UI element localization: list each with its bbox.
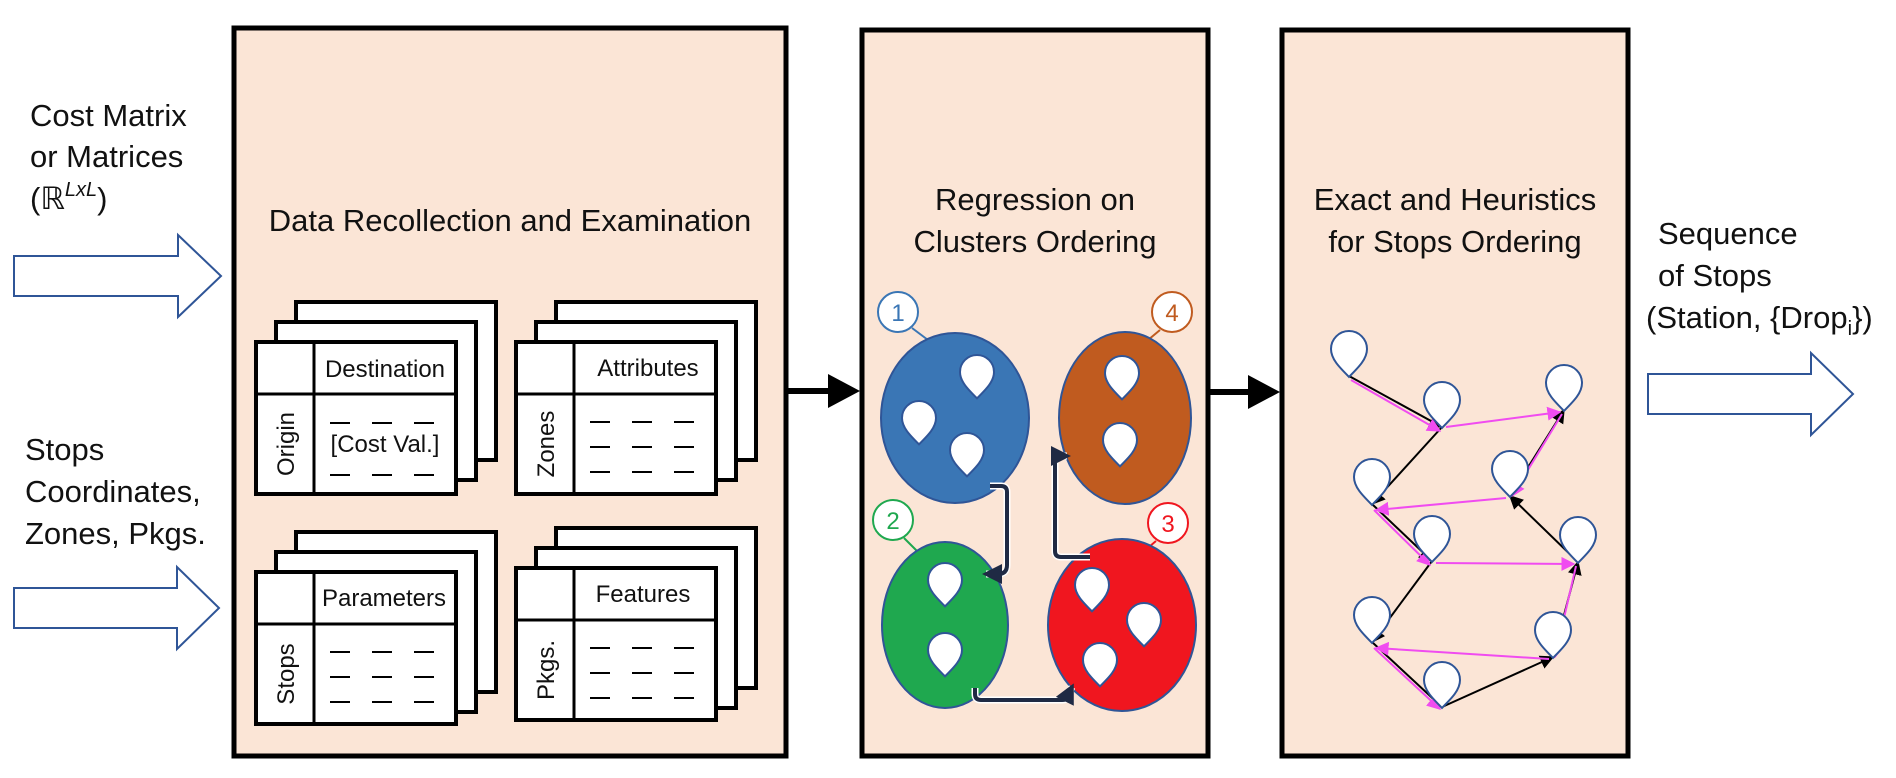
output-line2: of Stops <box>1658 258 1772 293</box>
cluster-ellipse <box>1047 538 1197 712</box>
card-side-label: Pkgs. <box>533 640 560 700</box>
stops-card-stack: Parameters Stops <box>254 530 498 726</box>
stop-pin-icon <box>900 400 938 446</box>
output-line3-open: (Station, {Drop <box>1646 300 1848 335</box>
route-edge <box>1435 556 1576 571</box>
route-edge <box>1350 379 1442 432</box>
route-edge <box>1374 641 1550 660</box>
card-front-sheet <box>254 340 458 496</box>
cluster-3: 3 <box>1047 502 1197 712</box>
cluster-number-badge <box>1151 291 1193 333</box>
stage3-title-line2: for Stops Ordering <box>1328 224 1581 259</box>
input-stops-label: Stops Coordinates, Zones, Pkgs. <box>25 432 206 551</box>
route-stop-pin-icon <box>1490 450 1530 499</box>
output-arrow <box>1647 350 1855 438</box>
real-symbol: ℝ <box>40 181 65 217</box>
card-header: Features <box>596 581 691 608</box>
cluster-number: 2 <box>886 508 899 535</box>
route-stop-pin-icon <box>1412 515 1452 564</box>
cluster-ellipse <box>881 541 1009 709</box>
card-side-label: Stops <box>273 643 300 704</box>
cost-matrix-card-stack: Destination Origin [Cost Val.] <box>254 300 498 496</box>
card-front-sheet <box>514 340 718 496</box>
route-stop-pin-icon <box>1544 364 1584 413</box>
stage2-title-line1: Regression on <box>935 182 1135 217</box>
cost-open-paren: ( <box>30 181 41 216</box>
route-edge <box>1441 655 1555 708</box>
input-arrow-top <box>13 232 223 320</box>
input-cost-matrix-label: Cost Matrix or Matrices (ℝLxL) <box>30 98 187 217</box>
cost-line2: or Matrices <box>30 139 183 174</box>
cluster-number-badge <box>877 291 919 333</box>
stop-pin-icon <box>948 432 986 478</box>
stop-pin-icon <box>1073 567 1111 613</box>
route-edge <box>1445 406 1562 428</box>
output-line3: (Station, {Dropi}) <box>1646 300 1873 340</box>
output-label: Sequence of Stops (Station, {Dropi}) <box>1646 216 1873 340</box>
card-header: Parameters <box>322 585 446 612</box>
route-stop-pin-icon <box>1558 516 1598 565</box>
card-side-label: Zones <box>533 411 560 478</box>
cluster-number: 3 <box>1161 511 1174 538</box>
stop-pin-icon <box>926 562 964 608</box>
route-stop-pin-icon <box>1533 611 1573 660</box>
route-stop-pin-icon <box>1422 381 1462 430</box>
stage2-title-line2: Clusters Ordering <box>914 224 1157 259</box>
route-stop-pin-icon <box>1422 661 1462 710</box>
cluster-4: 4 <box>1058 291 1193 505</box>
card-front-sheet <box>514 566 718 722</box>
cost-value-label: [Cost Val.] <box>331 431 440 458</box>
route-edge <box>1374 497 1507 516</box>
cluster-number: 4 <box>1165 300 1178 327</box>
cluster-order-arrows <box>971 446 1090 706</box>
stop-pin-icon <box>1101 422 1139 468</box>
output-line3-close: }) <box>1852 300 1873 335</box>
cost-line1: Cost Matrix <box>30 98 187 133</box>
stage1-title: Data Recollection and Examination <box>269 203 752 238</box>
route-edge <box>1373 647 1442 710</box>
zones-card-stack: Attributes Zones <box>514 300 758 496</box>
stops-line1: Stops <box>25 432 104 467</box>
cluster-1: 1 <box>877 291 1030 504</box>
drop-subscript: i <box>1848 318 1852 340</box>
card-side-label: Origin <box>273 412 300 476</box>
cluster-number-badge <box>872 499 914 541</box>
input-arrow-bottom <box>13 564 221 652</box>
stop-pin-icon <box>926 632 964 678</box>
matrix-dim-superscript: LxL <box>65 179 97 201</box>
stop-pin-icon <box>958 354 996 400</box>
cluster-number: 1 <box>891 300 904 327</box>
cluster-ellipse <box>1058 331 1192 505</box>
route-stop-pin-icon <box>1329 330 1369 379</box>
cost-line3: (ℝLxL) <box>30 179 107 217</box>
stops-route-graph <box>1329 330 1598 710</box>
stops-line2: Coordinates, <box>25 474 201 509</box>
stops-line3: Zones, Pkgs. <box>25 516 206 551</box>
card-header: Attributes <box>597 355 698 382</box>
arrow-stage2-to-stage3 <box>1210 375 1280 409</box>
route-edge <box>1348 375 1444 428</box>
stop-pin-icon <box>1081 642 1119 688</box>
output-line1: Sequence <box>1658 216 1798 251</box>
card-front-sheet <box>254 570 458 726</box>
stop-pin-icon <box>1125 602 1163 648</box>
clusters-group: 1 2 3 4 <box>872 291 1197 712</box>
cluster-2: 2 <box>872 499 1009 709</box>
route-stop-pin-icon <box>1352 596 1392 645</box>
card-header: Destination <box>325 356 445 383</box>
arrow-stage1-to-stage2 <box>788 374 860 408</box>
cluster-number-badge <box>1147 502 1189 544</box>
pkgs-card-stack: Features Pkgs. <box>514 526 758 722</box>
route-stop-pin-icon <box>1352 458 1392 507</box>
route-edge <box>1373 509 1431 566</box>
stop-pin-icon <box>1103 355 1141 401</box>
cost-close-paren: ) <box>97 181 107 216</box>
stage3-title-line1: Exact and Heuristics <box>1314 182 1597 217</box>
